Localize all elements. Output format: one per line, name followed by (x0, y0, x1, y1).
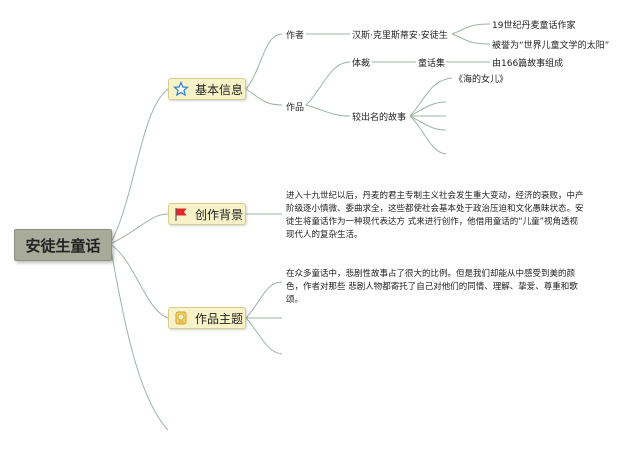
theme-text[interactable]: 在众多童话中，悲剧性故事占了很大的比例。但是我们却能从中感受到美的颜色，作者对那… (286, 269, 578, 305)
connector-famous-1 (409, 77, 453, 117)
author-label[interactable]: 作者 (286, 31, 305, 41)
connector-works-genre (305, 61, 351, 106)
connector-name-note2 (451, 33, 491, 45)
topic-background[interactable]: 创作背景 (168, 203, 246, 225)
connector-name-note1 (451, 23, 491, 35)
genre-value[interactable]: 童话集 (418, 59, 446, 69)
red-flag-icon (173, 206, 189, 222)
author-note-1[interactable]: 19世纪丹麦童话作家 (492, 21, 576, 31)
topic-basic-info[interactable]: 基本信息 (168, 78, 246, 100)
star-icon (172, 80, 190, 97)
genre-note[interactable]: 由166篇故事组成 (492, 59, 564, 69)
connector-famous-4 (409, 115, 447, 131)
connector-theme-text (245, 281, 283, 319)
author-name[interactable]: 汉斯·克里斯蒂安·安徒生 (352, 31, 448, 41)
famous-stories-label[interactable]: 较出名的故事 (352, 113, 407, 123)
connector-theme-branch3 (245, 317, 283, 355)
connector-works-famous (305, 104, 351, 117)
topic-theme-label: 作品主题 (195, 311, 244, 326)
connector-root-basic (109, 88, 169, 245)
connector-famous-2 (409, 101, 447, 117)
connector-basic-works (245, 88, 283, 106)
topic-background-label: 创作背景 (195, 207, 244, 222)
connector-root-tail (109, 243, 169, 431)
medal-icon (173, 310, 189, 326)
works-label[interactable]: 作品 (286, 103, 305, 113)
connector-root-theme (109, 243, 169, 319)
root-title: 安徒生童话 (25, 236, 101, 255)
topic-basic-info-label: 基本信息 (195, 82, 244, 97)
background-text[interactable]: 进入十九世纪以后，丹麦的君主专制主义社会发生重大变动，经济的衰败，中产阶级逐小慎… (286, 191, 584, 240)
famous-story-1[interactable]: 《海的女儿》 (454, 75, 509, 85)
connector-basic-author (245, 33, 283, 90)
connector-root-background (109, 213, 169, 245)
connector-famous-5 (409, 115, 447, 155)
genre-label[interactable]: 体裁 (352, 59, 371, 69)
root-node[interactable]: 安徒生童话 (14, 229, 112, 261)
topic-theme[interactable]: 作品主题 (168, 307, 246, 329)
author-note-2[interactable]: 被誉为“世界儿童文学的太阳” (492, 41, 610, 51)
